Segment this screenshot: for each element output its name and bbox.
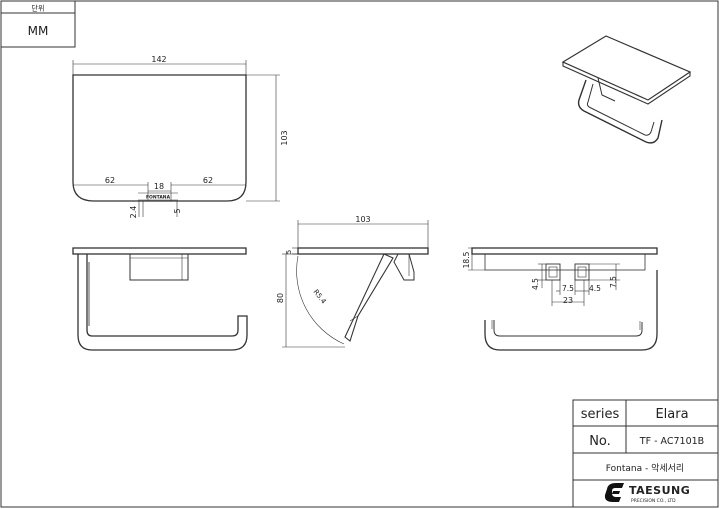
company-logo: TAESUNG PRECISION CO., LTD — [604, 483, 690, 504]
top-mid-seg-label: 18 — [154, 182, 164, 191]
product-line: Fontana - 악세서리 — [606, 462, 684, 474]
series-label: series — [581, 407, 620, 422]
rear-mount-left — [545, 263, 561, 281]
front-arm — [77, 254, 248, 351]
side-shelf — [297, 247, 429, 255]
title-block — [572, 399, 719, 508]
rear-shelf — [471, 247, 658, 255]
side-radius-label: R5.4 — [311, 288, 327, 306]
logo-mark-icon — [604, 483, 624, 502]
top-left-seg-label: 62 — [105, 176, 115, 185]
series-value: Elara — [655, 407, 688, 422]
rear-view — [468, 247, 658, 351]
top-height-label: 103 — [280, 130, 289, 145]
rear-d1-label: 18.5 — [462, 251, 471, 268]
number-value: TF - AC7101B — [639, 436, 704, 447]
side-view — [282, 220, 429, 348]
front-shelf — [72, 247, 247, 255]
rear-arm — [484, 270, 658, 351]
side-height-label: 80 — [276, 293, 285, 303]
company-subtitle: PRECISION CO., LTD — [631, 498, 676, 504]
iso-arm — [577, 79, 663, 144]
top-hole-a-label: 2.4 — [129, 206, 138, 219]
rear-d3-label: 7.5 — [562, 284, 574, 293]
front-mount-block — [129, 253, 189, 281]
rear-d5-label: 7.5 — [609, 276, 618, 288]
rear-mount-right — [574, 263, 590, 281]
side-plate-label: 5 — [285, 250, 293, 254]
number-label: No. — [589, 434, 611, 449]
isometric-view — [561, 35, 692, 144]
side-bracket — [393, 253, 415, 281]
top-hole-b-label: 5 — [173, 208, 182, 213]
rear-d6-label: 23 — [563, 296, 573, 305]
top-width-label: 142 — [151, 55, 166, 64]
side-radius-arc — [296, 255, 345, 345]
front-view — [72, 247, 248, 351]
rear-d4-label: 4.5 — [589, 284, 601, 293]
top-brand-text: FONTANA — [146, 195, 171, 201]
top-view-outline — [72, 74, 247, 202]
side-arm — [344, 253, 394, 342]
top-right-seg-label: 62 — [203, 176, 213, 185]
unit-box: 단위 MM — [0, 0, 76, 48]
side-depth-label: 103 — [355, 215, 370, 224]
top-view — [72, 60, 280, 217]
company-name: TAESUNG — [629, 484, 690, 497]
unit-value: MM — [28, 24, 49, 38]
rear-d2-label: 4.5 — [531, 278, 540, 290]
unit-header: 단위 — [32, 4, 45, 13]
